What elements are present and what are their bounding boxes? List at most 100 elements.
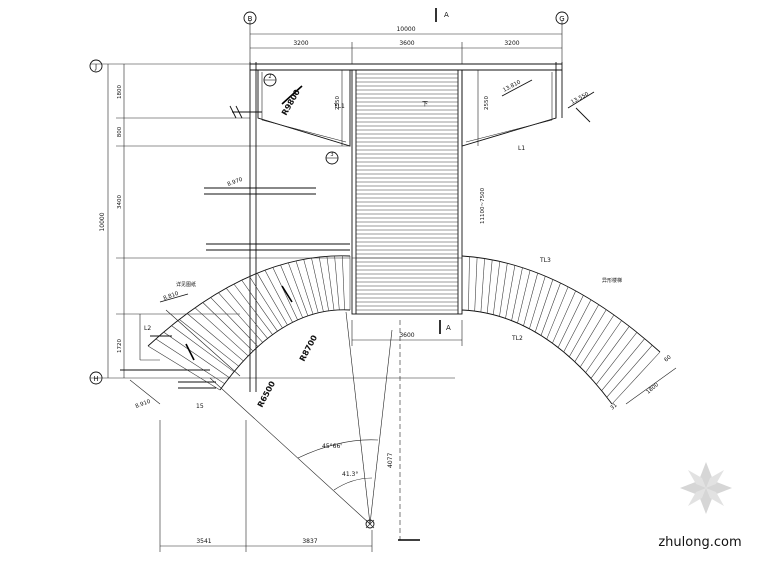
dim-b2: 3837 — [302, 538, 317, 545]
curved-stair-tread — [529, 276, 546, 329]
curved-stair-tread — [163, 331, 230, 378]
curved-stair-tread — [517, 270, 531, 324]
curved-stair-tread — [342, 255, 345, 310]
curved-stair-tread — [280, 264, 303, 318]
curved-stair-tread — [225, 288, 268, 339]
curved-stair-tread — [585, 320, 622, 373]
dim-side-right: 2550 — [484, 96, 490, 110]
elev-8810: 8.810 — [163, 291, 180, 302]
dim-top-left: 3200 — [293, 40, 308, 47]
watermark-logo-icon — [680, 462, 732, 514]
svg-text:G: G — [559, 15, 564, 23]
stair-bottom-dimension: 3600 — [351, 320, 463, 346]
curved-stair-tread — [210, 297, 259, 347]
curved-stair-tread — [557, 295, 584, 348]
curved-stair-tread — [257, 273, 288, 326]
dim-top-overall: 10000 — [396, 26, 415, 33]
curved-stair-tread — [493, 261, 501, 315]
dim-b1: 3541 — [196, 538, 211, 545]
detail-circle-3: 3 — [325, 151, 339, 165]
grid-bubble-h: H — [89, 371, 103, 385]
curved-stair-left — [147, 255, 351, 391]
label-l2: L2 — [144, 325, 151, 332]
curved-stair-tread — [194, 307, 249, 357]
main-stair-flight — [351, 69, 463, 315]
curved-stair-tread — [480, 258, 485, 313]
svg-text:3600: 3600 — [399, 332, 414, 339]
curved-stair-tread — [590, 326, 630, 379]
curved-stair-tread — [147, 345, 221, 391]
column-lines — [249, 62, 563, 392]
curved-stair-tread — [569, 304, 599, 357]
dim-left-seg4: 1720 — [117, 339, 123, 353]
svg-text:A: A — [446, 324, 451, 332]
left-dimension-chain: 10000 1800 800 3400 1720 — [90, 63, 455, 379]
curved-stair-tread — [179, 319, 239, 367]
elevation-marks: 13.810 13.550 8.970 8.810 8.910 — [135, 79, 595, 410]
grid-bubble-j: J — [89, 59, 103, 73]
label-tl1: TL1 — [333, 103, 345, 110]
curved-stair-tread — [601, 338, 645, 391]
radius-inner: R8700 — [298, 333, 319, 363]
elev-8970: 8.970 — [227, 177, 244, 188]
curved-stair-tread — [552, 290, 576, 344]
curved-stair-tread — [611, 351, 661, 405]
curved-stair-tread — [233, 283, 273, 335]
curved-stair-tread — [579, 314, 615, 368]
dim-left-seg3: 3400 — [117, 195, 123, 209]
curved-stair-tread — [272, 267, 298, 321]
curved-stair-tread — [295, 260, 314, 315]
bottom-dimension-chain: 3541 3837 — [159, 420, 373, 552]
curved-stair-tread — [264, 270, 293, 323]
curved-stair-tread — [241, 279, 278, 332]
dim-top-right: 3200 — [504, 40, 519, 47]
stair-elev-range: 11100~7500 — [480, 187, 486, 224]
note-left: 详见图纸 — [176, 281, 196, 288]
label-tl3: TL3 — [539, 257, 551, 264]
dim-side-left: 2550 — [335, 96, 341, 110]
curved-stair-tread — [540, 282, 561, 336]
curved-stair-tread — [187, 313, 244, 362]
curved-stair-tread — [499, 263, 508, 317]
stair-down-label: 下 — [422, 101, 428, 108]
curved-stair-tread — [318, 257, 329, 311]
note-right: 异形楼梯 — [602, 277, 622, 284]
curved-stair-tread — [596, 332, 638, 385]
curved-stair-tread — [511, 267, 523, 321]
dim-top-center: 3600 — [399, 40, 414, 47]
dim-left-overall: 10000 — [99, 212, 106, 231]
label-l1: L1 — [518, 145, 525, 152]
watermark: zhulong.com — [658, 462, 742, 550]
curved-stair-tread — [202, 302, 254, 352]
curved-stair-tread — [505, 265, 516, 319]
section-mark-top: A — [435, 8, 449, 22]
curved-stair-tread — [486, 259, 493, 314]
angle-2: 41.3° — [342, 471, 358, 478]
curved-stair-tread — [326, 256, 335, 311]
curved-stair-tread — [155, 338, 225, 384]
watermark-text: zhulong.com — [658, 535, 741, 550]
svg-text:3: 3 — [330, 152, 333, 158]
curved-stair-tread — [249, 276, 283, 329]
section-mark-bottom: A — [439, 320, 451, 334]
curved-stair-tread — [563, 299, 592, 353]
dim-r1: 60 — [663, 354, 673, 363]
curved-stair-tread — [218, 292, 263, 343]
label-tl2: TL2 — [511, 335, 523, 342]
radial-construction-lines: 45°66' 41.3° 4077 — [209, 311, 420, 541]
curved-stair-tread — [546, 286, 569, 340]
landing-right — [461, 69, 557, 147]
dim-left-seg2: 800 — [117, 126, 123, 137]
svg-text:A: A — [444, 11, 449, 19]
curved-stair-tread — [334, 255, 340, 310]
curved-stair-tread — [303, 259, 319, 313]
svg-text:J: J — [94, 63, 97, 71]
svg-text:B: B — [248, 15, 253, 23]
svg-text:2: 2 — [268, 74, 271, 80]
curved-stair-tread — [523, 272, 538, 326]
curved-stair-tread — [468, 256, 470, 311]
grid-bubble-b: B — [243, 11, 257, 25]
radius-outer: R6500 — [256, 379, 277, 409]
curved-stair-tread — [288, 262, 309, 316]
